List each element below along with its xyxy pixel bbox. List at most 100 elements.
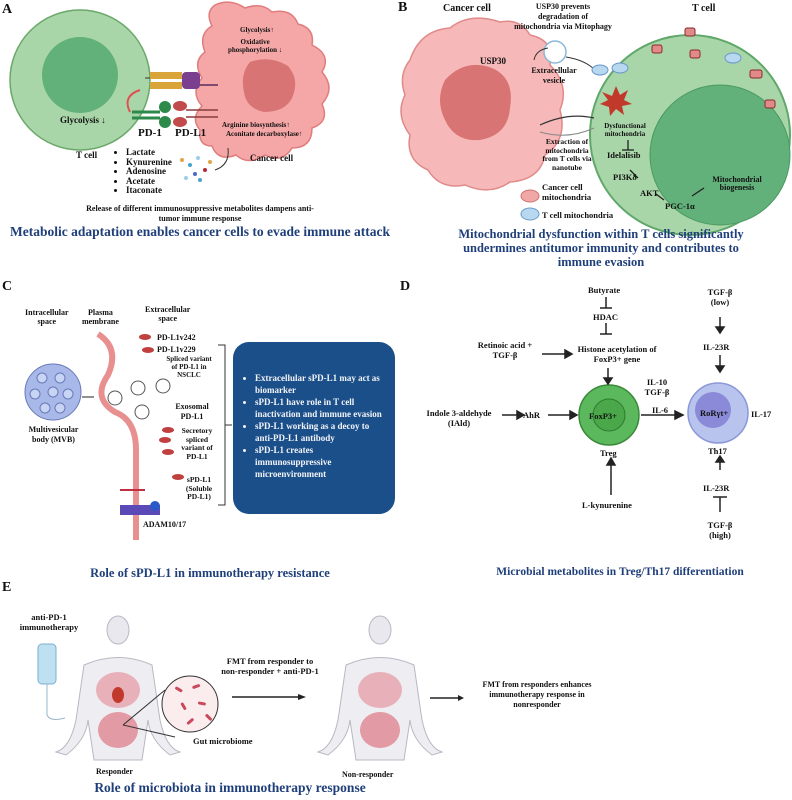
panel-a-letter: A: [2, 2, 13, 17]
pd1-head: [159, 101, 171, 113]
pd1-head-2: [159, 116, 171, 128]
th17-label: Th17: [708, 446, 727, 456]
b-t-cell-nucleus: [649, 84, 791, 226]
panel-b-letter: B: [398, 0, 408, 15]
aconitate-label: Aconitate decarboxylase↑: [226, 130, 303, 138]
lkyn-label: L-kynurenine: [582, 500, 632, 510]
usp30-label: USP30: [480, 56, 507, 66]
il6-label: IL-6: [652, 405, 669, 415]
treg-nucleus: [592, 398, 626, 432]
extracellular-vesicle-shape: [543, 40, 567, 64]
release-arrow: [214, 147, 229, 171]
cancer-cell-label: Cancer cell: [250, 153, 294, 163]
non-responder-label: Non-responder: [342, 770, 394, 779]
b-cancer-nucleus: [440, 64, 511, 141]
b-cancer-cell-label: Cancer cell: [443, 3, 491, 14]
info-point: sPD-L1 working as a decoy to anti-PD-L1 …: [255, 420, 387, 444]
info-point: Extracellular sPD-L1 may act as biomarke…: [255, 372, 387, 396]
legend-t-mito-icon: [520, 207, 540, 221]
t-mito-icon: [724, 52, 742, 64]
responder-label: Responder: [96, 767, 133, 776]
pgc-biogenesis-arrow: [691, 187, 705, 197]
inhibition-arrow: [126, 89, 141, 113]
pdl1-head: [173, 101, 187, 111]
t-mito-icon: [591, 64, 609, 76]
cancer-glycolysis-label: Glycolysis↑: [240, 26, 274, 34]
t-cell-glycolysis-label: Glycolysis ↓: [60, 115, 106, 125]
b-t-cell-label: T cell: [692, 3, 716, 14]
iv-bag-icon: [37, 643, 57, 685]
panel-d-caption: Microbial metabolites in Treg/Th17 diffe…: [496, 566, 744, 578]
idelalisib-label: Idelalisib: [607, 150, 641, 160]
roryt-label: RoRγt+: [700, 408, 729, 418]
receptor-yellow-2: [150, 82, 182, 89]
pd1-label: PD-1: [138, 127, 162, 139]
nanotube-arrow: [539, 115, 595, 126]
metabolite-note: Release of different immunosuppressive m…: [86, 204, 314, 223]
result-arrowhead: [458, 695, 464, 701]
exosomes: [107, 378, 171, 420]
pdl1-variants: [139, 334, 184, 480]
metabolite-item: Itaconate: [126, 185, 172, 196]
t-cell-nucleus: [42, 37, 118, 113]
cancer-cell-nucleus: [242, 59, 296, 112]
ahr-label: AhR: [523, 410, 541, 420]
metabolite-item: Adenosine: [126, 166, 172, 177]
nanotube: [539, 127, 595, 136]
info-point: sPD-L1 creates immunosuppressive microen…: [255, 444, 387, 480]
th17-nucleus: [695, 392, 731, 428]
gut-microbiome-label: Gut microbiome: [193, 736, 253, 746]
d-arrows: [502, 297, 727, 512]
panel-d-illustration: [502, 297, 749, 512]
v229-label: PD-L1v229: [157, 345, 196, 354]
panel-a-illustration: [9, 1, 330, 182]
panel-b-illustration: [400, 17, 791, 236]
panel-b-caption: Mitochondrial dysfunction within T cells…: [458, 227, 744, 269]
foxp3-label: FoxP3+: [589, 411, 617, 421]
adam-enzyme: [150, 501, 160, 511]
legend-t-mito-label: T cell mitochondria: [542, 210, 614, 220]
info-point: sPD-L1 have role in T cell inactivation …: [255, 396, 387, 420]
pi3k-label: PI3Kδ: [613, 172, 637, 182]
il23r-bottom-label: IL-23R: [703, 483, 730, 493]
treg-label: Treg: [600, 448, 617, 458]
receptor-purple: [182, 72, 200, 89]
retinoic-label: Retinoic acid +TGF-β: [477, 340, 533, 360]
t-cell-label: T cell: [76, 150, 98, 160]
panel-c-letter: C: [2, 279, 13, 294]
metabolite-dots: [180, 156, 212, 182]
fmt-arrowhead: [298, 694, 306, 700]
panel-c-illustration: [24, 331, 232, 540]
pi3k-akt-arrow: [629, 169, 639, 179]
tgfb-high-label: TGF-β(high): [707, 520, 733, 540]
v242-label: PD-L1v242: [157, 333, 196, 342]
il23r-top-label: IL-23R: [703, 342, 730, 352]
akt-label: AKT: [640, 188, 659, 198]
zoom-line: [122, 724, 176, 738]
indole-label: Indole 3-aldehyde(IAld): [426, 408, 492, 428]
mvb-vesicles: [29, 372, 74, 414]
cancer-mito-cluster: [651, 27, 776, 109]
responder-body: [54, 615, 182, 761]
panel-e-letter: E: [2, 580, 12, 595]
t-mito-icon: [611, 62, 629, 74]
metabolite-item: Kynurenine: [126, 157, 172, 168]
il17-label: IL-17: [751, 409, 772, 419]
zoom-line: [122, 689, 166, 726]
hdac-label: HDAC: [593, 312, 619, 322]
